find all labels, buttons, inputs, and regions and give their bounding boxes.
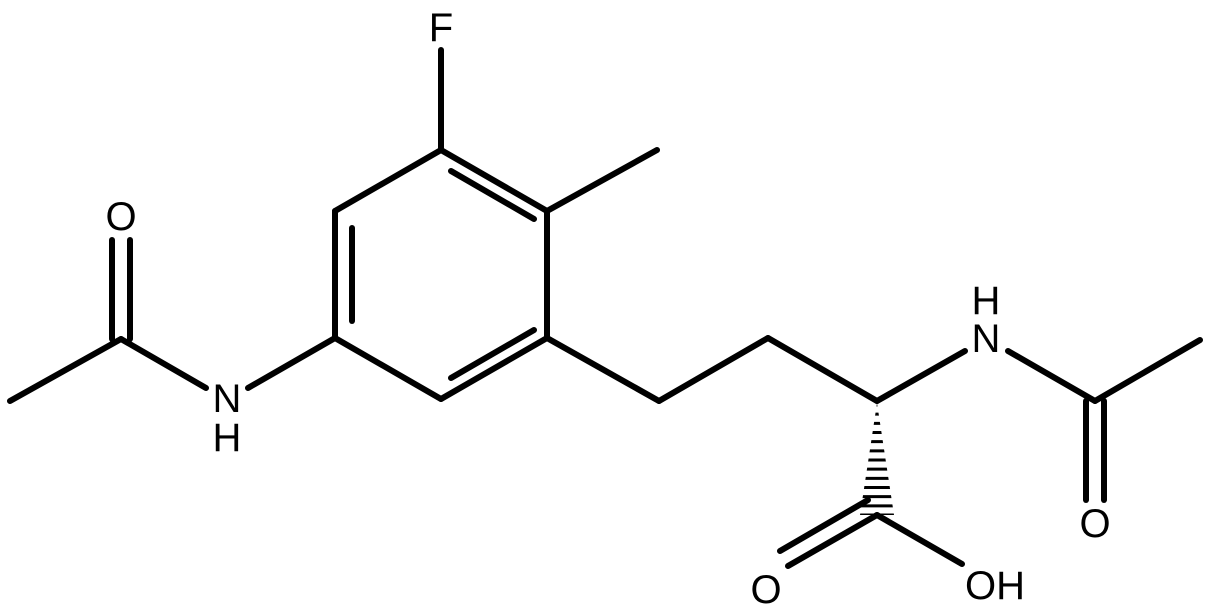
ring-bond-top-left xyxy=(332,147,444,214)
n-left-carbonyl-bond xyxy=(118,336,209,391)
chain-bond-2 xyxy=(656,335,771,404)
carboxyl-double-bond-a xyxy=(785,512,880,569)
fluorine-label: F xyxy=(429,6,453,50)
acid-oh-label: OH xyxy=(965,564,1025,608)
ring-double-bond-bottom-right xyxy=(448,327,537,381)
amide-h-right-label: H xyxy=(972,279,1001,323)
ring-double-bond-top-right xyxy=(448,168,537,222)
ring-bond-bottom-right xyxy=(438,335,550,402)
ring-bond-top-right xyxy=(438,147,550,214)
carboxyl-double-bond-b xyxy=(777,497,871,554)
chain-bond-3 xyxy=(765,335,880,404)
amide-n-right-label: N xyxy=(972,317,1001,361)
carbonyl-right-methyl-bond xyxy=(1092,337,1203,404)
amide-n-left-label: N xyxy=(213,377,242,421)
carboxyl-oh-bond xyxy=(874,512,965,567)
ring-bond-bottom-left xyxy=(332,335,444,402)
hashed-wedge-bond xyxy=(860,403,894,515)
amide-o-right-label: O xyxy=(1079,502,1110,546)
methyl-bond xyxy=(544,147,660,214)
ring-n-left-bond xyxy=(245,335,338,391)
bonds xyxy=(7,47,1203,569)
acid-o-label: O xyxy=(750,568,781,612)
carbonyl-left-methyl-bond xyxy=(7,336,124,404)
amide-o-left-label: O xyxy=(105,195,136,239)
chain-bond-1 xyxy=(544,335,662,404)
n-right-carbonyl-bond xyxy=(1005,348,1098,404)
amide-h-left-label: H xyxy=(213,416,242,460)
atom-labels: F N H O H N O O OH xyxy=(105,6,1110,612)
alpha-n-right-bond xyxy=(874,348,968,404)
